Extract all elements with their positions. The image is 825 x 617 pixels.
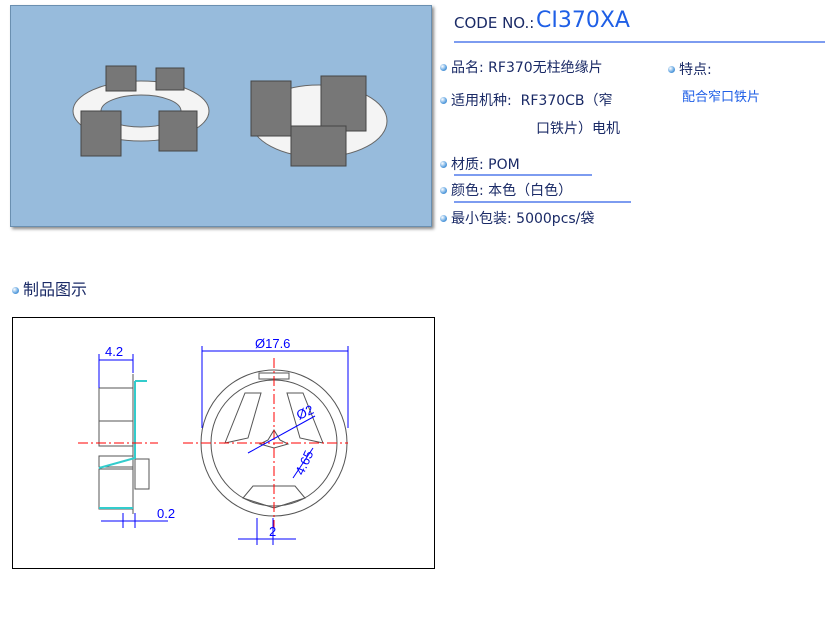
divider — [454, 201, 631, 203]
dim-rib: 4.65 — [292, 448, 316, 477]
spec-label: 最小包装: — [451, 211, 512, 227]
bullet-icon — [12, 287, 19, 294]
spec-value: RF370无柱绝缘片 — [488, 60, 603, 76]
feature-label-text: 特点: — [679, 62, 712, 78]
center-lines — [78, 358, 348, 528]
spec-packing: 最小包装: 5000pcs/袋 — [440, 208, 594, 228]
dim-gap: 2 — [269, 524, 276, 539]
product-code: CI370XA — [536, 8, 630, 33]
section-title: 制品图示 — [12, 276, 87, 300]
product-photo — [10, 5, 432, 227]
spec-value-cont: 口铁片）电机 — [536, 121, 620, 137]
feature-label: 特点: — [668, 59, 712, 79]
bullet-icon — [440, 97, 447, 104]
bullet-icon — [440, 215, 447, 222]
spec-name: 品名: RF370无柱绝缘片 — [440, 57, 603, 77]
spec-color: 颜色: 本色（白色） — [440, 180, 572, 200]
spec-label: 材质: — [451, 157, 484, 173]
spec-label: 品名: — [451, 60, 484, 76]
bullet-icon — [440, 64, 447, 71]
bullet-icon — [668, 66, 675, 73]
dim-thickness: 0.2 — [157, 506, 175, 521]
spec-value: 5000pcs/袋 — [516, 211, 595, 227]
spec-model: 适用机种: RF370CB（窄 — [440, 90, 613, 110]
spec-value: 本色（白色） — [488, 183, 573, 199]
feature-value: 配合窄口铁片 — [682, 90, 761, 105]
bullet-icon — [440, 161, 447, 168]
spec-value: RF370CB（窄 — [520, 93, 613, 109]
spec-value: POM — [488, 157, 520, 173]
technical-drawing: 4.2 Ø17.6 Ø2 4.65 2 0.2 — [12, 317, 435, 569]
bullet-icon — [440, 187, 447, 194]
side-view — [98, 374, 150, 514]
dimensions — [98, 346, 349, 545]
code-label: CODE NO.: — [454, 14, 535, 32]
divider — [454, 41, 825, 43]
dim-hole: Ø2 — [294, 402, 316, 423]
product-photo-illustration — [72, 65, 388, 167]
dim-width: 4.2 — [105, 344, 123, 359]
spec-material: 材质: POM — [440, 154, 520, 174]
divider — [454, 174, 592, 176]
section-title-text: 制品图示 — [23, 280, 88, 299]
dim-diameter: Ø17.6 — [255, 336, 290, 351]
spec-label: 颜色: — [451, 183, 484, 199]
spec-label: 适用机种: — [451, 93, 512, 109]
